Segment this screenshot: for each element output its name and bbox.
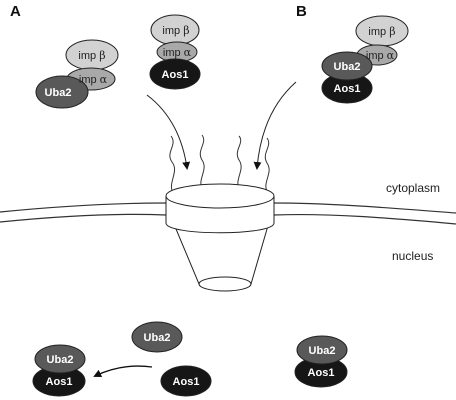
uba2-dimer-a-label: Uba2 <box>47 354 74 366</box>
pore-ring-top <box>165 183 275 209</box>
aos1-dimer-b-label: Aos1 <box>308 367 335 379</box>
complex-a-aos1-importin: imp β imp α Aos1 <box>149 14 201 90</box>
complex-b-heterodimer-importin: imp β imp α Uba2 Aos1 <box>321 15 409 104</box>
imp-beta-label-a: imp β <box>78 49 105 62</box>
aos1-free <box>160 365 212 397</box>
uba2-dimer-b-label: Uba2 <box>309 345 336 357</box>
uba2-free <box>131 321 183 353</box>
association-arrow <box>93 365 153 378</box>
dimer-b-nucleus: Uba2 Aos1 <box>294 335 348 388</box>
uba2-label-b: Uba2 <box>334 61 361 73</box>
imp-beta-label-b: imp β <box>368 25 395 38</box>
uba2-label-a: Uba2 <box>45 87 72 99</box>
aos1-label-b: Aos1 <box>334 83 361 95</box>
fg-filament <box>236 135 242 191</box>
imp-beta-label-center: imp β <box>162 24 189 37</box>
nucleus-label: nucleus <box>392 249 433 263</box>
nuclear-envelope-inner <box>0 213 456 225</box>
fg-filament <box>199 134 205 191</box>
aos1-label-center: Aos1 <box>162 69 189 81</box>
uba2-a <box>35 75 89 109</box>
panel-letter-b: B <box>296 3 307 20</box>
aos1-dimer-a-label: Aos1 <box>46 376 73 388</box>
imp-alpha-label-a: imp α <box>79 73 108 86</box>
aos1-center <box>149 58 201 90</box>
uba2-b <box>321 51 373 81</box>
pore-basket-bottom <box>198 276 252 292</box>
free-uba2-nucleus: Uba2 <box>131 321 183 353</box>
fg-filament <box>169 135 176 195</box>
aos1-free-label: Aos1 <box>173 376 200 388</box>
uba2-dimer-b <box>296 335 348 365</box>
dimer-a-nucleus: Uba2 Aos1 <box>32 344 86 397</box>
uba2-free-label: Uba2 <box>144 332 171 344</box>
fg-filament <box>264 137 270 194</box>
uba2-dimer-a <box>34 344 86 374</box>
nuclear-envelope-outer <box>0 202 456 214</box>
complex-a-uba2-importin: imp β imp α Uba2 <box>35 39 119 109</box>
free-aos1-nucleus: Aos1 <box>160 365 212 397</box>
panel-letter-a: A <box>10 3 21 20</box>
cytoplasm-label: cytoplasm <box>386 181 440 195</box>
import-arrow-b <box>253 81 297 170</box>
imp-alpha-label-b: imp α <box>366 49 395 62</box>
import-arrow-a <box>146 94 191 170</box>
nuclear-pore-complex <box>165 183 275 292</box>
imp-alpha-label-center: imp α <box>163 46 192 59</box>
